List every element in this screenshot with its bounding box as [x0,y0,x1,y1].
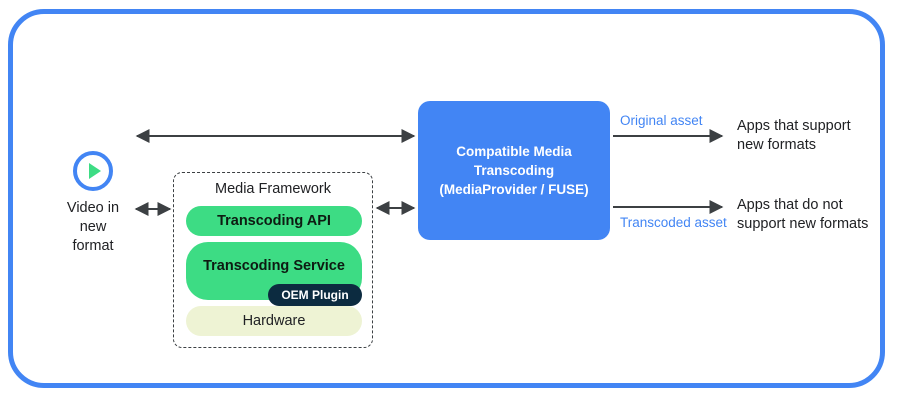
compatible-media-transcoding-label: Compatible Media Transcoding (MediaProvi… [439,144,589,197]
transcoding-api-label: Transcoding API [217,213,331,229]
original-asset-label: Original asset [620,113,703,128]
hardware-label: Hardware [242,313,306,329]
video-source-caption: Video in new format [66,200,120,254]
video-source-group: Video in new format [44,150,142,256]
media-framework-container: Media Framework Transcoding API Transcod… [173,172,373,348]
oem-plugin-badge[interactable]: OEM Plugin [268,284,362,306]
play-circle-icon [73,151,113,191]
transcoding-api-box[interactable]: Transcoding API [186,206,362,236]
apps-support-new-formats-label: Apps that support new formats [737,118,851,153]
compatible-media-transcoding-box[interactable]: Compatible Media Transcoding (MediaProvi… [418,101,610,240]
media-framework-title: Media Framework [214,181,332,197]
transcoded-asset-label: Transcoded asset [620,215,727,230]
outer-frame-border [8,9,885,388]
oem-plugin-label: OEM Plugin [281,288,349,302]
hardware-box[interactable]: Hardware [186,306,362,336]
transcoding-service-label: Transcoding Service [203,258,345,274]
apps-no-support-new-formats-label: Apps that do not support new formats [737,197,869,232]
